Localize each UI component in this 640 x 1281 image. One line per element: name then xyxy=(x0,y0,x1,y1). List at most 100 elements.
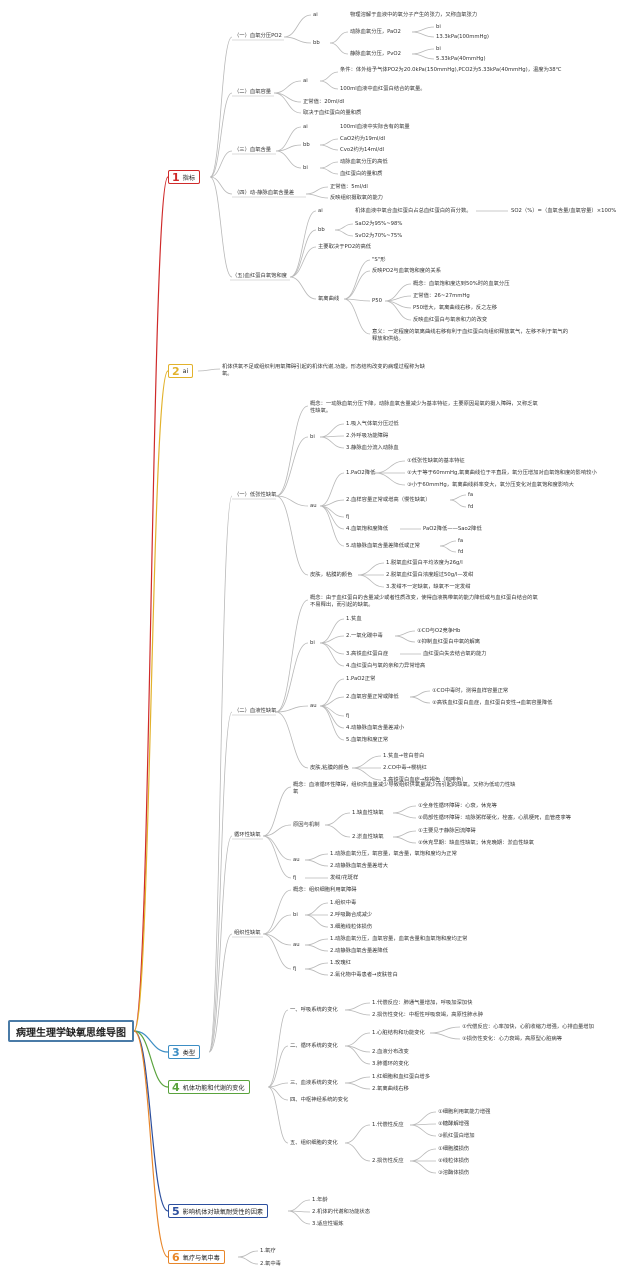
node-p50-shift: P50增大，氧离曲线右移，反之左移 xyxy=(413,305,498,311)
node-saturation: （五)血红蛋白氧饱和度 xyxy=(232,273,288,279)
node-content-bi1: 动脉血氧分压的高低 xyxy=(340,159,388,165)
connector-line xyxy=(334,223,354,231)
connector-line xyxy=(344,1142,371,1162)
connector-line xyxy=(357,574,385,588)
node-hypotonic-fa2: fa xyxy=(458,538,464,544)
connector-line xyxy=(267,1045,289,1088)
connector-line xyxy=(411,48,435,55)
connector-line xyxy=(275,405,309,497)
connector-line xyxy=(319,618,345,644)
node-cns: 四、中枢神经系统的变化 xyxy=(290,1097,349,1103)
connector-line xyxy=(275,436,309,497)
connector-line xyxy=(334,229,354,237)
node-hypotonic: （一）低张性缺氧 xyxy=(234,492,277,498)
node-capacity-definition: 100ml血液中血红蛋白结合的氧量。 xyxy=(340,86,426,92)
node-pao2: 动脉血氧分压，PaO2 xyxy=(350,29,401,35)
connector-line xyxy=(343,259,371,300)
connector-line xyxy=(275,599,309,713)
node-hemic-a4: 4.动静脉血氧含量差减小 xyxy=(346,725,405,731)
node-hemic-skin2: 2.CO中毒→樱桃红 xyxy=(383,765,427,771)
connector-line xyxy=(304,944,329,952)
node-av-diff-normal: 正常值：5ml/dl xyxy=(330,184,368,190)
node-blood-system-1: 1.红细胞和血红蛋白增多 xyxy=(372,1074,431,1080)
connector-line xyxy=(319,499,345,507)
node-hemic-bi: bi xyxy=(310,640,315,646)
connector-line xyxy=(133,1030,169,1258)
node-histotoxic-a1: 1.动脉血氧分压，血氧容量，血氧含量和血氧饱和度均正常 xyxy=(330,936,468,942)
node-blood-system-2: 2.氧离曲线右移 xyxy=(372,1086,409,1092)
node-hemic-b2a: ①CO与O2竞争Hb xyxy=(417,628,461,634)
node-pulmonary: 3.肺循环的变化 xyxy=(372,1061,409,1067)
node-cao2: CaO2约为19ml/dl xyxy=(340,136,386,142)
node-injury-3: ③溶酶体损伤 xyxy=(438,1170,470,1176)
section-2-definition: 2 ai xyxy=(168,364,194,378)
node-respiratory-2: 2.损伤性变化：中枢性呼吸衰竭，高原性肺水肿 xyxy=(372,1012,483,1018)
connector-line xyxy=(319,161,339,169)
node-hypotonic-capacity: 2.血样容量正常或增高（慢性缺氧） xyxy=(346,497,431,503)
connector-line xyxy=(262,786,292,837)
node-hypotonic-pao2-2: ②大于等于60mmHg,氧离曲线位于平直段，氧分压增加对血氧饱和度的影响较小 xyxy=(407,470,597,476)
connector-line xyxy=(304,962,329,970)
connector-line xyxy=(275,144,302,152)
connector-line xyxy=(275,705,309,713)
connector-line xyxy=(273,80,302,94)
connector-line xyxy=(209,176,233,195)
node-hypotonic-bi3: 3.静脉血分流入动脉血 xyxy=(346,445,399,451)
node-hypotonic-pao2: 1.PaO2降低 xyxy=(346,470,376,476)
section-4-number: 4 xyxy=(172,1080,180,1094)
node-pao2-value: 13.3kPa(100mmHg) xyxy=(436,34,489,40)
node-saturation-bb: bb xyxy=(318,227,325,233)
node-hemic-a2a: ①CO中毒时，测得血样容量正常 xyxy=(432,688,509,694)
node-histotoxic-bi: bi xyxy=(293,912,298,918)
node-hemic-a1: 1.PaO2正常 xyxy=(346,676,376,682)
node-circulatory-au: au xyxy=(293,857,300,863)
connector-line xyxy=(267,1086,289,1144)
connector-line xyxy=(344,1045,371,1065)
connector-line xyxy=(409,696,431,704)
node-curve-significance: 意义：一定程度的氧离曲线右移有利于血红蛋白向组织释放氧气，左移不利于氧气的释放和… xyxy=(372,329,568,342)
node-content-ai-text: 100ml血液中实际含有的氧量 xyxy=(340,124,410,130)
section-2-number: 2 xyxy=(172,364,180,378)
section-2-label: ai xyxy=(182,367,189,375)
node-circulatory-fj: fj xyxy=(293,875,297,881)
node-circulatory-concept: 概念：血液循环性障碍，组织供血量减少导致组织供氧量减少而引起的缺氧。又称为低动力… xyxy=(293,782,516,795)
connector-line xyxy=(262,933,292,970)
connector-line xyxy=(411,53,435,60)
connector-line xyxy=(344,1076,371,1084)
connector-line xyxy=(319,642,345,655)
node-saturation-formula: SO2（%）=（血氧含量/血氧容量）×100% xyxy=(511,208,617,214)
connector-line xyxy=(344,1002,371,1011)
node-hypotonic-fa: fa xyxy=(468,492,474,498)
section-1-indicators: 1 指标 xyxy=(168,170,201,184)
section-5-label: 影响机体对缺氧耐受性的因素 xyxy=(182,1208,264,1216)
connector-line xyxy=(209,92,233,178)
node-hypotonic-skin: 皮肤，粘膜的颜色 xyxy=(310,572,353,578)
node-adaptive-training: 3.适应性锻炼 xyxy=(312,1221,344,1227)
node-hypotonic-saturation-text: PaO2降低——Sao2降低 xyxy=(423,526,482,532)
connector-line xyxy=(209,36,233,178)
section-1-number: 1 xyxy=(172,170,180,184)
connector-line xyxy=(392,830,417,838)
node-compensatory-2: ②糖酵解增强 xyxy=(438,1121,470,1127)
node-injury: 2.损伤性反应 xyxy=(372,1158,404,1164)
connector-line xyxy=(304,902,329,916)
node-circulatory-a2: 2.动静脉血氧含量差增大 xyxy=(330,863,389,869)
node-hypotonic-fj: fj xyxy=(346,514,350,520)
node-po2-ai: ai xyxy=(313,12,318,18)
connector-line xyxy=(304,938,329,946)
node-circulatory-a1: 1.动脉血氧分压，氧容量，氧含量，氧饱和度均为正常 xyxy=(330,851,457,857)
node-capacity-normal: 正常值：20ml/dl xyxy=(303,99,345,105)
node-oxygen-toxicity: 2.氧中毒 xyxy=(260,1261,281,1267)
node-hemic-skin: 皮肤,粘膜的颜色 xyxy=(310,765,349,771)
connector-line xyxy=(133,1030,169,1053)
node-congestive-2: ②休克早期：缺血性缺氧；休克晚期：淤血性缺氧 xyxy=(418,840,534,846)
node-heart-1: ①代偿反应：心率加快，心肌收缩力增强，心排血量增加 xyxy=(462,1024,594,1030)
connector-line xyxy=(319,144,339,151)
node-pvo2: 静脉血氧分压，PvO2 xyxy=(350,51,401,57)
connector-line xyxy=(208,495,233,1053)
node-hemic-b3: 3.高铁血红蛋白症 xyxy=(346,651,389,657)
node-histotoxic-concept: 概念：组织细胞利用氧障碍 xyxy=(293,887,357,893)
node-sao2: SaO2为95%~98% xyxy=(355,221,403,227)
node-circulatory-fj-text: 发绀/花斑样 xyxy=(330,875,359,881)
node-hypotonic-concept: 概念：一动脉血氧分压下降，动脉血氧含量减少为基本特征，主要原因是氧的摄入障碍，又… xyxy=(310,401,538,414)
